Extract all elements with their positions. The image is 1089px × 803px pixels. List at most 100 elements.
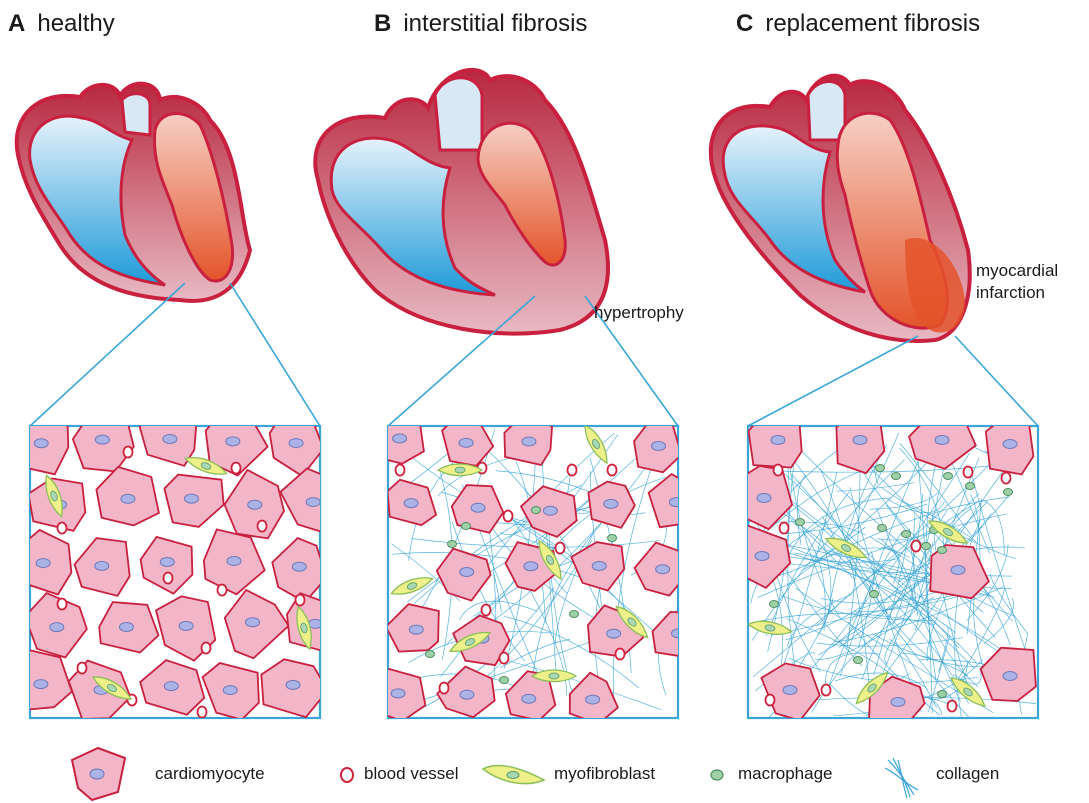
nucleus xyxy=(164,682,178,691)
nucleus xyxy=(226,437,240,446)
nucleus xyxy=(391,689,405,698)
tissue-box-interstitial xyxy=(370,413,705,724)
blood-vessel xyxy=(964,467,973,478)
legend-cardiomyocyte: cardiomyocyte xyxy=(155,764,265,784)
blood-vessel xyxy=(164,573,173,584)
macrophage xyxy=(448,541,457,548)
blood-vessel xyxy=(440,683,449,694)
macrophage xyxy=(902,531,911,538)
nucleus xyxy=(95,561,109,570)
nucleus xyxy=(223,686,237,695)
nucleus xyxy=(460,567,474,576)
nucleus xyxy=(50,623,64,632)
nucleus xyxy=(119,622,133,631)
nucleus xyxy=(651,441,665,450)
macrophage xyxy=(870,591,879,598)
blood-vessel xyxy=(58,599,67,610)
nucleus xyxy=(757,494,771,503)
blood-vessel xyxy=(232,463,241,474)
nucleus xyxy=(289,439,303,448)
blood-vessel xyxy=(202,643,211,654)
nucleus xyxy=(783,686,797,695)
nucleus xyxy=(891,698,905,707)
blood-vessel xyxy=(504,511,513,522)
nucleus xyxy=(36,559,50,568)
legend-cardiomyocyte-icon xyxy=(72,748,125,800)
blood-vessel xyxy=(568,465,577,476)
macrophage xyxy=(878,525,887,532)
nucleus xyxy=(656,565,670,574)
hypertrophy-label: hypertrophy xyxy=(594,302,684,324)
myofibroblast-nucleus xyxy=(549,673,559,679)
infarction-label-line2: infarction xyxy=(976,282,1058,304)
nucleus xyxy=(246,618,260,627)
blood-vessel xyxy=(218,585,227,596)
blood-vessel xyxy=(124,447,133,458)
legend-macrophage-icon xyxy=(711,770,723,780)
nucleus xyxy=(935,436,949,445)
legend-myofibroblast: myofibroblast xyxy=(554,764,655,784)
legend-collagen: collagen xyxy=(936,764,999,784)
nucleus xyxy=(586,695,600,704)
myofibroblast-nucleus xyxy=(455,467,465,473)
blood-vessel xyxy=(780,523,789,534)
heart-replacement-fibrosis xyxy=(711,76,1038,426)
macrophage xyxy=(876,465,885,472)
nucleus xyxy=(306,498,320,507)
heart-interstitial-fibrosis xyxy=(315,70,678,426)
tissue-box-replacement xyxy=(730,408,1038,728)
macrophage xyxy=(1004,489,1013,496)
nucleus xyxy=(522,437,536,446)
legend-blood-vessel: blood vessel xyxy=(364,764,459,784)
nucleus xyxy=(292,562,306,571)
macrophage xyxy=(570,611,579,618)
blood-vessel xyxy=(78,663,87,674)
nucleus xyxy=(755,552,769,561)
nucleus xyxy=(160,557,174,566)
nucleus xyxy=(1003,440,1017,449)
nucleus xyxy=(669,498,683,507)
macrophage xyxy=(938,691,947,698)
nucleus xyxy=(121,494,135,503)
macrophage xyxy=(966,483,975,490)
nucleus xyxy=(592,561,606,570)
macrophage xyxy=(922,543,931,550)
nucleus xyxy=(34,439,48,448)
nucleus xyxy=(286,680,300,689)
nucleus xyxy=(543,506,557,515)
blood-vessel xyxy=(198,707,207,718)
macrophage xyxy=(796,519,805,526)
nucleus xyxy=(34,680,48,689)
heart-healthy xyxy=(17,84,320,426)
blood-vessel xyxy=(58,523,67,534)
nucleus xyxy=(607,629,621,638)
blood-vessel xyxy=(616,649,625,660)
nucleus xyxy=(248,500,262,509)
nucleus xyxy=(163,434,177,443)
blood-vessel xyxy=(766,695,775,706)
legend-macrophage: macrophage xyxy=(738,764,833,784)
nucleus xyxy=(179,621,193,630)
tissue-box-healthy xyxy=(9,409,340,720)
nucleus xyxy=(1003,672,1017,681)
macrophage xyxy=(500,677,509,684)
blood-vessel xyxy=(822,685,831,696)
nucleus xyxy=(853,436,867,445)
blood-vessel xyxy=(1002,473,1011,484)
nucleus xyxy=(227,556,241,565)
blood-vessel xyxy=(556,543,565,554)
blood-vessel xyxy=(774,465,783,476)
nucleus xyxy=(771,436,785,445)
macrophage xyxy=(608,535,617,542)
nucleus xyxy=(522,694,536,703)
macrophage xyxy=(770,601,779,608)
blood-vessel xyxy=(608,465,617,476)
legend-blood-vessel-icon xyxy=(341,768,353,782)
collagen-icon xyxy=(885,758,918,798)
infarction-label: myocardial infarction xyxy=(976,260,1058,304)
nucleus xyxy=(459,438,473,447)
blood-vessel xyxy=(500,653,509,664)
nucleus xyxy=(951,566,965,575)
nucleus xyxy=(184,494,198,503)
